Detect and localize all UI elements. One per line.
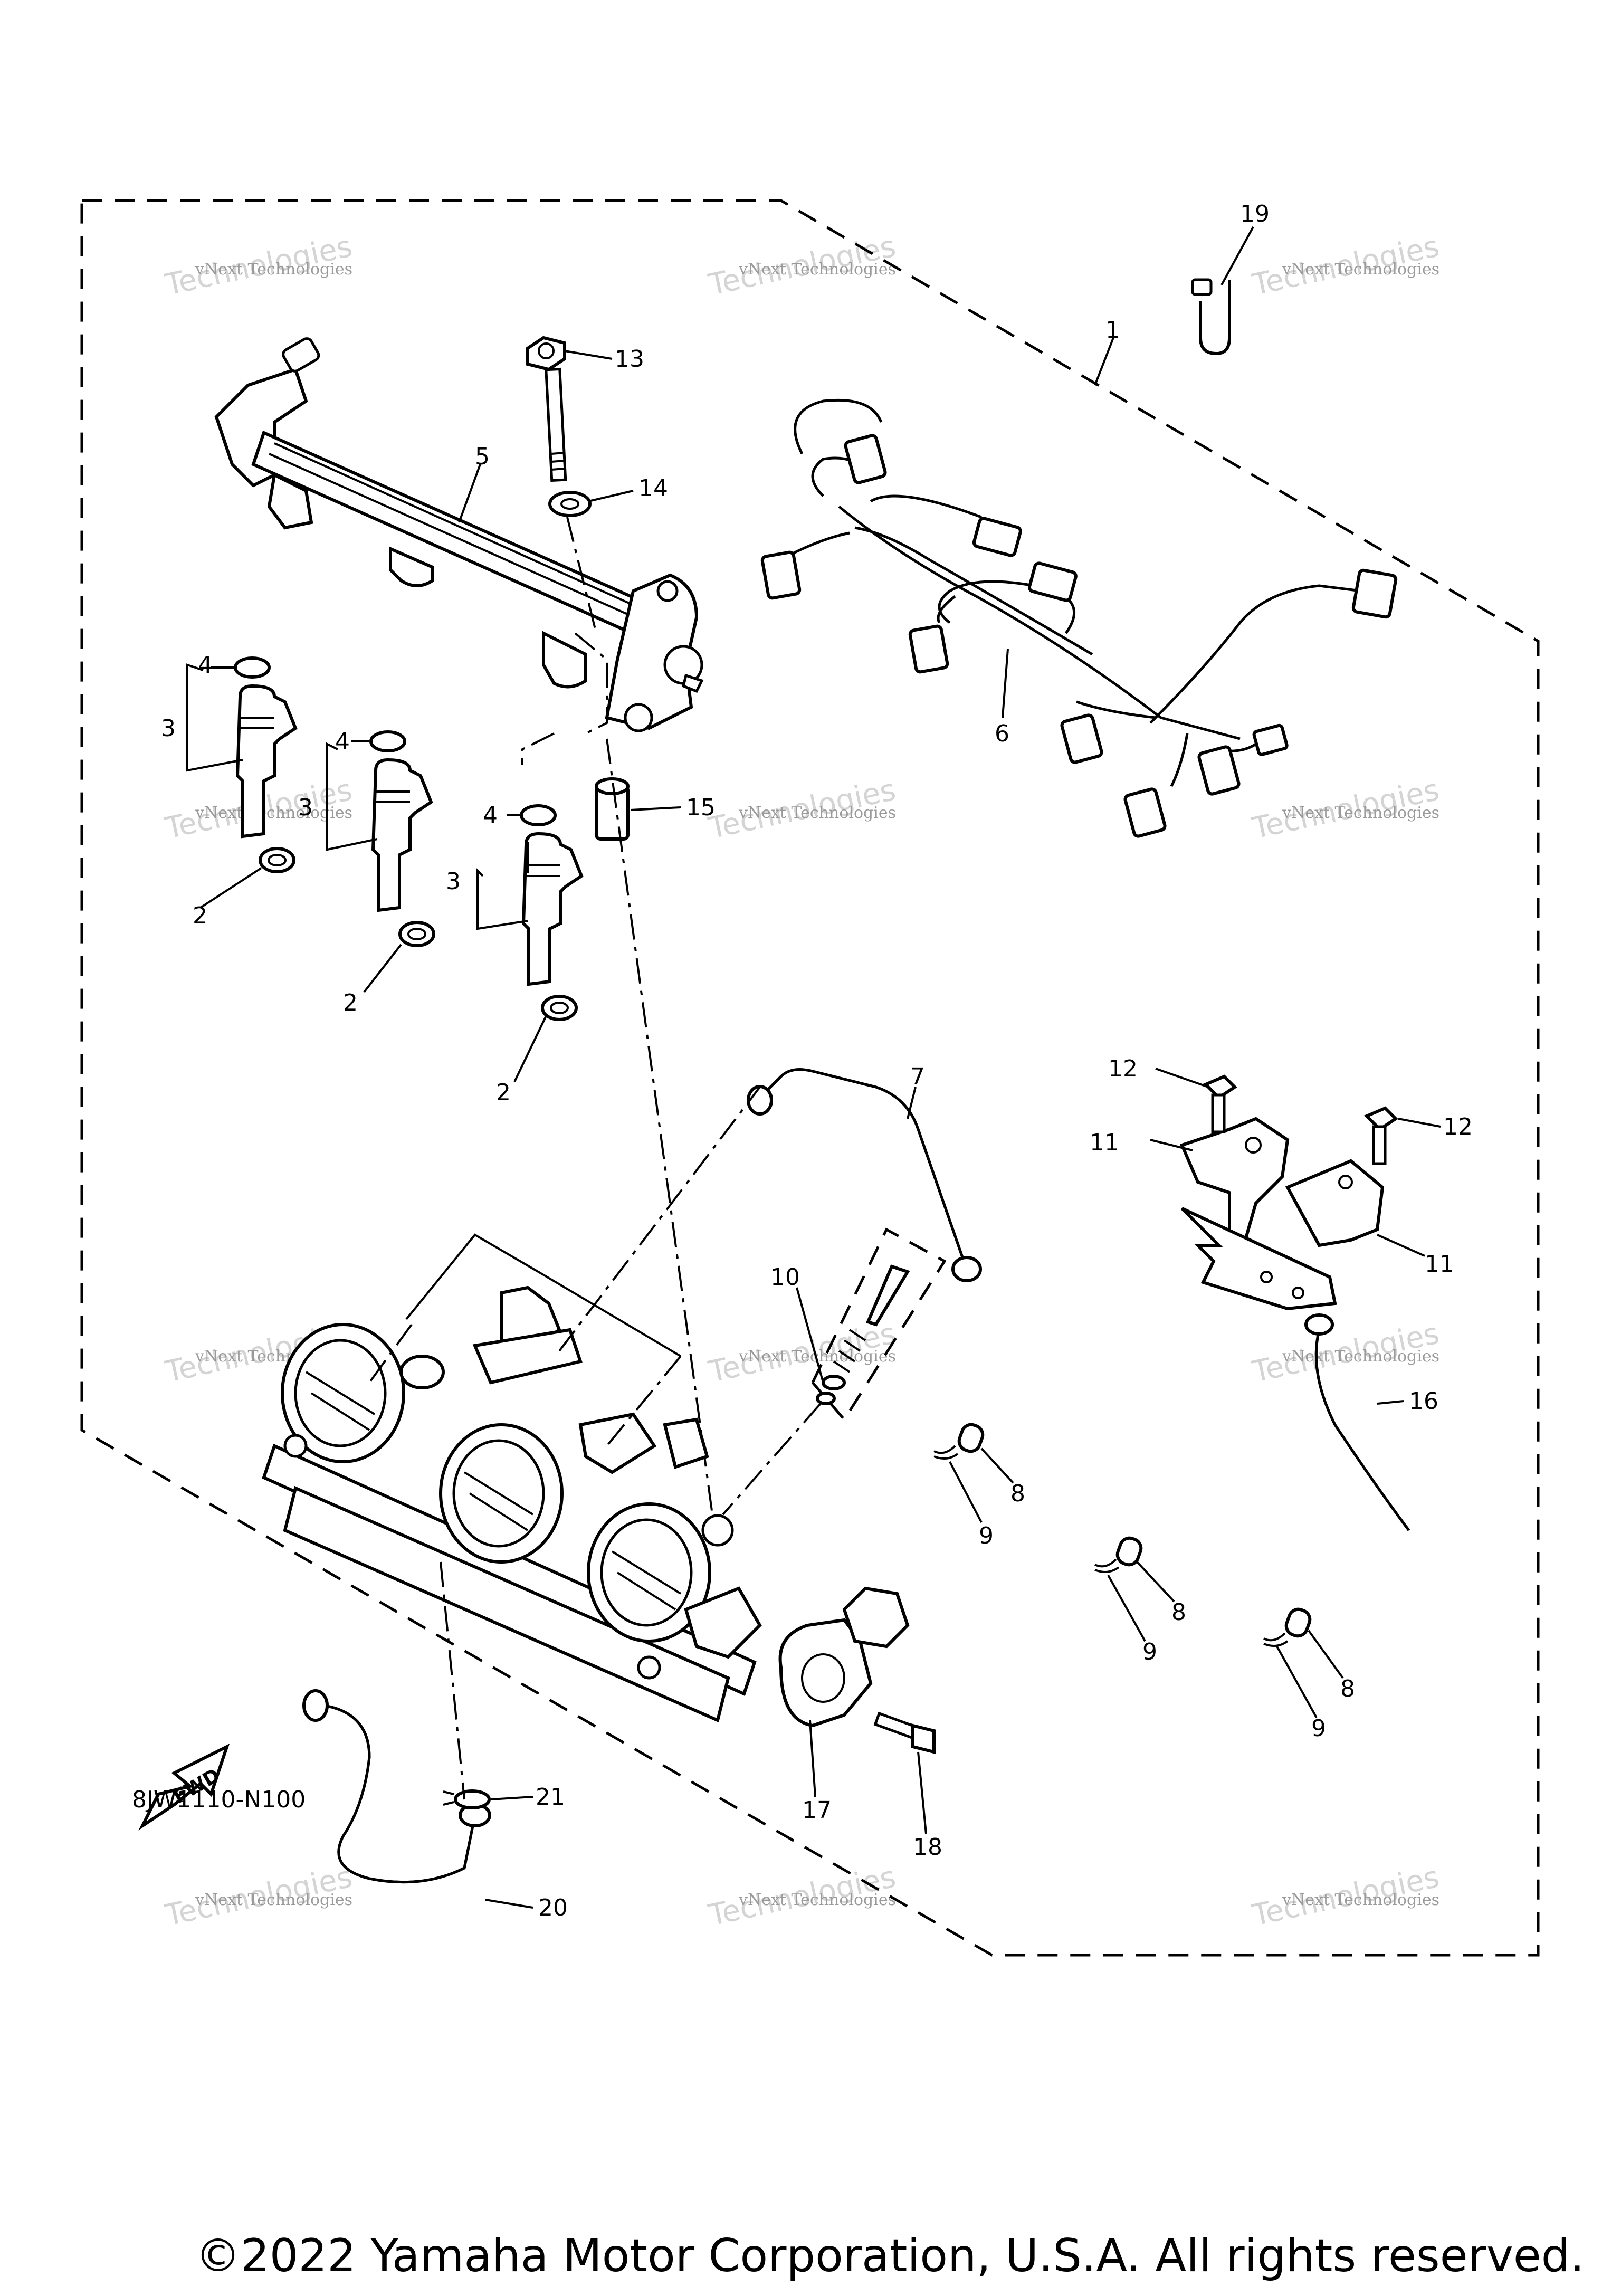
callout-8: 8: [1010, 1480, 1025, 1507]
watermark: Technologies vNext Technologies: [705, 229, 899, 302]
injector-middle: [369, 730, 435, 947]
callout-14: 14: [638, 475, 668, 502]
sensor-17: [778, 1586, 910, 1728]
wire-harness: [760, 398, 1398, 838]
watermark-text: vNext Technologies: [738, 260, 896, 279]
screw-12-right: [1363, 1106, 1398, 1165]
assembly-boundary: [80, 199, 1540, 1957]
callout-15: 15: [686, 794, 716, 821]
callout-2: 2: [496, 1079, 511, 1106]
guide-line: [368, 1323, 413, 1384]
injector-right: [520, 804, 584, 1021]
callout-8: 8: [1340, 1675, 1355, 1702]
guide-line: [558, 1086, 761, 1352]
guide-line: [722, 1403, 822, 1516]
callout-11: 11: [1090, 1129, 1119, 1156]
callout-11: 11: [1425, 1251, 1454, 1278]
callout-19: 19: [1240, 201, 1270, 227]
callout-2: 2: [343, 989, 358, 1016]
watermark: Technologies vNext Technologies: [705, 773, 899, 846]
copyright-notice: ©2022 Yamaha Motor Corporation, U.S.A. A…: [195, 2230, 1585, 2282]
callout-21: 21: [536, 1784, 565, 1811]
cap-8-b: [1094, 1536, 1143, 1573]
callout-18: 18: [913, 1834, 942, 1861]
callout-8: 8: [1171, 1599, 1186, 1626]
guide-line: [405, 1233, 682, 1357]
callout-6: 6: [995, 720, 1009, 747]
watermark-text: vNext Technologies: [1282, 260, 1439, 279]
watermark-text: vNext Technologies: [1282, 1347, 1439, 1366]
callout-10: 10: [770, 1264, 800, 1291]
watermark-text: vNext Technologies: [1282, 804, 1439, 822]
throttle-body-assembly: [262, 1285, 762, 1723]
callout-12: 12: [1443, 1113, 1473, 1140]
fuel-delivery-pipe: [214, 337, 704, 732]
callout-13: 13: [615, 346, 644, 373]
callout-3: 3: [161, 715, 176, 742]
watermark-text: vNext Technologies: [738, 1891, 896, 1909]
callout-20: 20: [538, 1894, 568, 1921]
callout-numbers: 1 2 2 2 3 3 3 4 4 4 5 6 7 8 8 8 9 9 9 10…: [161, 201, 1473, 1921]
watermark: Technologies vNext Technologies: [705, 1860, 899, 1933]
injector-left: [234, 656, 298, 873]
watermark: Technologies vNext Technologies: [1249, 1860, 1442, 1933]
callout-7: 7: [910, 1063, 925, 1090]
guide-line: [606, 738, 713, 1515]
callout-9: 9: [979, 1522, 994, 1549]
callout-2: 2: [193, 902, 207, 929]
hose-20: [302, 1689, 491, 1884]
watermark: Technologies vNext Technologies: [162, 1860, 355, 1933]
callout-1: 1: [1105, 317, 1120, 344]
guide-line: [574, 632, 608, 735]
watermark: Technologies vNext Technologies: [1249, 1316, 1442, 1389]
callout-12: 12: [1108, 1055, 1138, 1082]
callout-16: 16: [1409, 1388, 1438, 1415]
guide-line: [566, 517, 597, 634]
leader-lines: [186, 226, 1441, 1909]
callout-9: 9: [1142, 1638, 1157, 1665]
watermark: Technologies vNext Technologies: [1249, 229, 1442, 302]
callout-3: 3: [446, 868, 461, 895]
guide-line: [440, 1561, 465, 1800]
watermark-text: vNext Technologies: [195, 260, 352, 279]
watermark: Technologies vNext Technologies: [162, 229, 355, 302]
hose-7: [747, 1068, 982, 1282]
bolt-18: [873, 1711, 936, 1754]
watermark-text: vNext Technologies: [738, 804, 896, 822]
watermark: Technologies vNext Technologies: [1249, 773, 1442, 846]
screw-assembly-10: [811, 1227, 947, 1422]
clip-19: [1199, 280, 1231, 356]
watermark-text: vNext Technologies: [195, 804, 352, 822]
hose-16: [1304, 1313, 1410, 1531]
bolt-13: [526, 336, 567, 482]
washer-14: [548, 491, 592, 517]
cap-8-c: [1263, 1607, 1312, 1647]
screw-12-left: [1203, 1074, 1237, 1133]
callout-4: 4: [198, 652, 213, 679]
watermark-text: vNext Technologies: [195, 1891, 352, 1909]
cap-8-a: [933, 1423, 985, 1460]
callout-4: 4: [335, 728, 350, 755]
clip-19-tab: [1191, 278, 1213, 296]
callout-17: 17: [802, 1797, 832, 1824]
callout-9: 9: [1311, 1715, 1326, 1742]
spacer-15: [595, 777, 630, 841]
guide-line: [606, 1355, 682, 1447]
watermark-text: vNext Technologies: [1282, 1891, 1439, 1909]
guide-line: [521, 732, 555, 765]
diagram-code: 8JW1110-N100: [132, 1786, 306, 1813]
bracket-11-upper: [1179, 1117, 1290, 1242]
clamp-21: [443, 1789, 491, 1809]
callout-3: 3: [298, 794, 313, 821]
callout-4: 4: [483, 802, 498, 829]
callout-5: 5: [475, 443, 490, 470]
bracket-11-lower: [1180, 1159, 1385, 1311]
